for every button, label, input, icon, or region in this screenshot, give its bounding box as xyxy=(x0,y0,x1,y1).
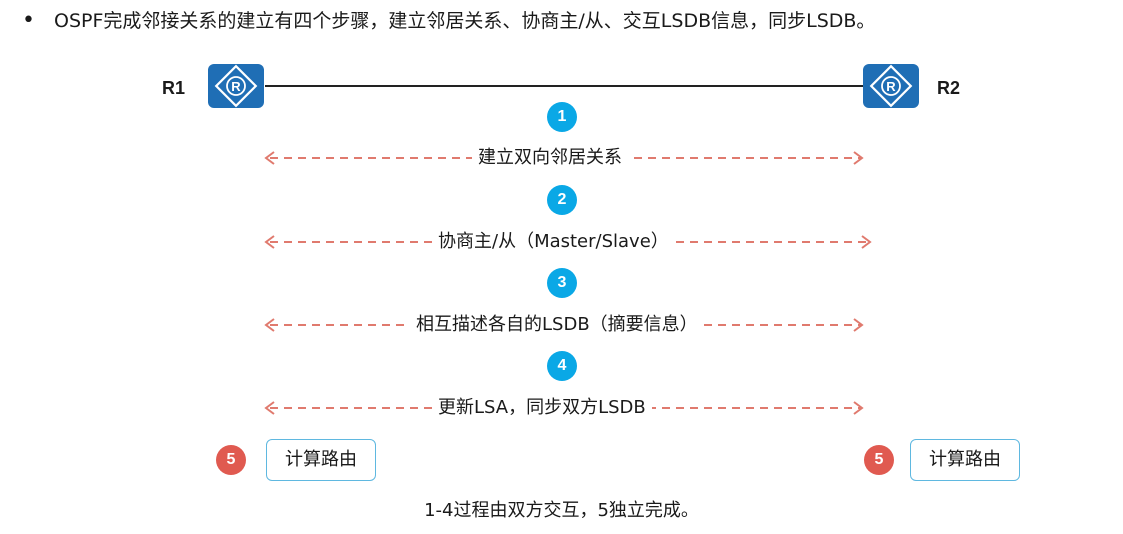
router-r2-letter: R xyxy=(886,79,896,94)
step-3-label: 相互描述各自的LSDB（摘要信息） xyxy=(410,313,704,337)
router-r1-label: R1 xyxy=(162,78,186,98)
step-5-badge-left: 5 xyxy=(216,445,246,475)
bullet-dot: • xyxy=(22,8,35,33)
router-r1-icon: R xyxy=(208,64,264,108)
router-link-line xyxy=(265,85,863,87)
step-1-badge: 1 xyxy=(547,102,577,132)
step-3-badge: 3 xyxy=(547,268,577,298)
step-4-label: 更新LSA，同步双方LSDB xyxy=(432,396,652,420)
step-5-badge-right: 5 xyxy=(864,445,894,475)
router-r2-icon: R xyxy=(863,64,919,108)
bullet-text: OSPF完成邻接关系的建立有四个步骤，建立邻居关系、协商主/从、交互LSDB信息… xyxy=(54,10,876,32)
step-4-badge: 4 xyxy=(547,351,577,381)
router-r1-letter: R xyxy=(231,79,241,94)
step-2-label: 协商主/从（Master/Slave） xyxy=(432,230,675,254)
calc-route-box-left: 计算路由 xyxy=(266,439,376,481)
calc-route-box-right: 计算路由 xyxy=(910,439,1020,481)
step-2-badge: 2 xyxy=(547,185,577,215)
router-r2-label: R2 xyxy=(937,78,961,98)
step-1-label: 建立双向邻居关系 xyxy=(472,146,628,170)
footer-note: 1-4过程由双方交互，5独立完成。 xyxy=(424,500,699,521)
